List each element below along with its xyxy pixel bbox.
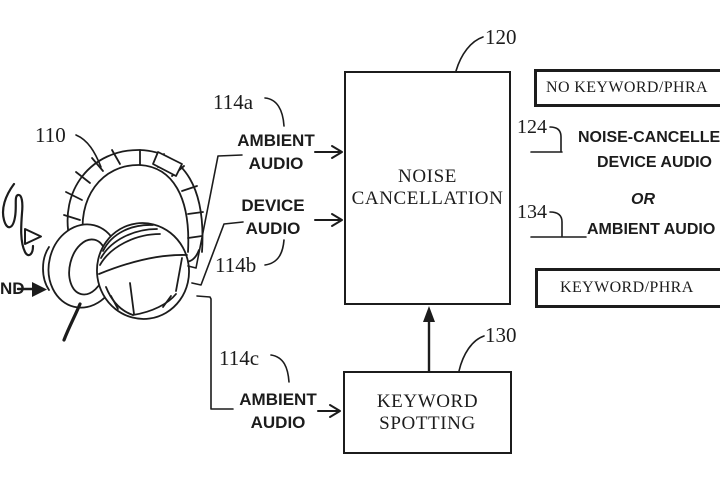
leader-lines <box>75 36 587 410</box>
no-keyword-outcome-box: NO KEYWORD/PHRA <box>534 69 720 107</box>
keyword-spotting-box: KEYWORD SPOTTING <box>343 371 512 454</box>
or-label: OR <box>631 191 655 208</box>
ambient-audio-output-label: AMBIENT AUDIO <box>587 221 716 238</box>
device-audio-label: DEVICE AUDIO <box>241 196 305 238</box>
leader-120 <box>455 36 484 72</box>
ambient-audio-top-label: AMBIENT AUDIO <box>237 131 315 173</box>
arrow-ambient-top-icon <box>314 145 343 159</box>
leader-device <box>191 221 244 286</box>
ref-114b-label: 114b <box>215 253 257 277</box>
sound-wave-icon <box>1 182 42 257</box>
ref-114a-label: 114a <box>213 90 254 114</box>
leader-ambient-bottom <box>196 295 234 410</box>
headphones-illustration <box>42 149 204 342</box>
leader-110 <box>75 134 102 168</box>
arrow-device-icon <box>314 213 343 227</box>
noise-cancellation-box: NOISE CANCELLATION <box>344 71 511 305</box>
ref-134-label: 134 <box>517 201 547 223</box>
ref-110-label: 110 <box>35 123 66 147</box>
leader-114b <box>264 239 285 266</box>
leader-114a <box>264 97 285 127</box>
ref-130-label: 130 <box>485 323 517 347</box>
ref-bracket-124 <box>530 126 563 153</box>
noise-cancelled-label-line2: DEVICE AUDIO <box>597 154 712 171</box>
leader-ambient-top <box>187 154 243 269</box>
ref-bracket-134 <box>530 211 587 238</box>
noise-cancelled-label-line1: NOISE-CANCELLE <box>578 129 720 146</box>
keyword-outcome-box: KEYWORD/PHRA <box>535 268 720 308</box>
leader-114c <box>270 354 290 383</box>
arrow-ambient-bottom-icon <box>317 404 341 418</box>
ambient-audio-bottom-label: AMBIENT AUDIO <box>239 390 317 432</box>
leader-130 <box>458 335 485 372</box>
ref-124-label: 124 <box>517 116 547 138</box>
ref-114c-label: 114c <box>219 346 260 370</box>
ref-120-label: 120 <box>485 25 517 49</box>
sound-arrow-icon <box>16 282 47 297</box>
sound-label: ND <box>0 279 25 298</box>
arrow-keyword-to-nc-icon <box>423 306 435 373</box>
